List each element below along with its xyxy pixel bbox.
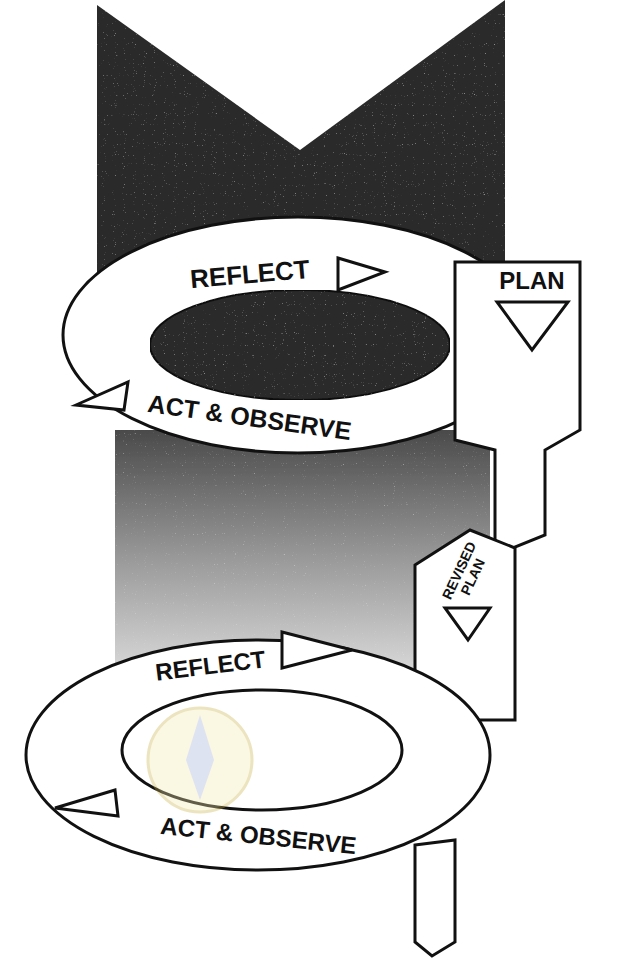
plan-strip <box>455 262 580 555</box>
direction-arrow <box>55 790 118 816</box>
direction-arrow <box>76 382 128 410</box>
stage-label: ACT & OBSERVE <box>147 390 354 445</box>
direction-arrow <box>497 302 568 350</box>
stage-label: PLAN <box>499 268 564 293</box>
direction-arrow <box>282 632 352 668</box>
stage-label: ACT & OBSERVE <box>159 813 357 859</box>
upper-ring-hole <box>150 290 450 400</box>
stage-label: REFLECT <box>154 647 267 685</box>
direction-arrow <box>338 258 385 290</box>
direction-arrow <box>445 608 490 640</box>
spiral-tail <box>415 840 455 956</box>
stage-label: REVISED PLAN <box>437 535 494 613</box>
stage-label: REFLECT <box>189 256 311 294</box>
watermark-emblem <box>148 708 252 812</box>
lower-ring <box>26 640 490 870</box>
